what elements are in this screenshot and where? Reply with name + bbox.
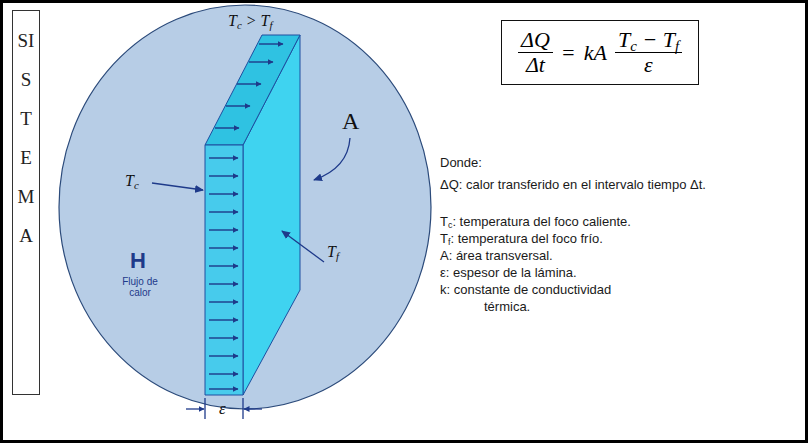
vertical-word: SISTEMA [17,21,36,255]
area-label: A [342,108,359,136]
denominator: Δt [526,53,545,77]
formula-box: ΔQΔt = kA Tc − Tfε [501,20,699,85]
formula-term: = [561,40,576,66]
fraction: ΔQΔt [518,28,553,77]
symbol-definition: Tc: temperatura del foco caliente. [440,213,631,230]
symbol-definition: ΔQ: calor transferido en el intervalo ti… [440,176,715,193]
temperature-condition: Tc > Tf [228,12,272,30]
denominator: ε [644,53,653,77]
numerator: Tc − Tf [615,28,682,52]
symbol-definition: Tf: temperatura del foco frío. [440,230,603,247]
thickness-label: ε [219,399,226,419]
fraction: Tc − Tfε [615,28,682,77]
heat-flow-symbol: H [130,248,146,273]
system-label-box: SISTEMA [12,10,40,395]
symbol-definition: k: constante de conductividad térmica. [440,281,650,315]
hot-temperature-label: Tc [125,172,139,190]
symbol-definition: ε: espesor de la lámina. [440,264,577,281]
symbol-definition: A: área transversal. [440,247,553,264]
legend-heading: Donde: [440,154,482,171]
numerator: ΔQ [518,28,553,52]
cold-temperature-label: Tf [327,243,339,261]
formula-term: kA [584,40,607,66]
heat-flow-label: Flujo de calor [121,276,159,298]
